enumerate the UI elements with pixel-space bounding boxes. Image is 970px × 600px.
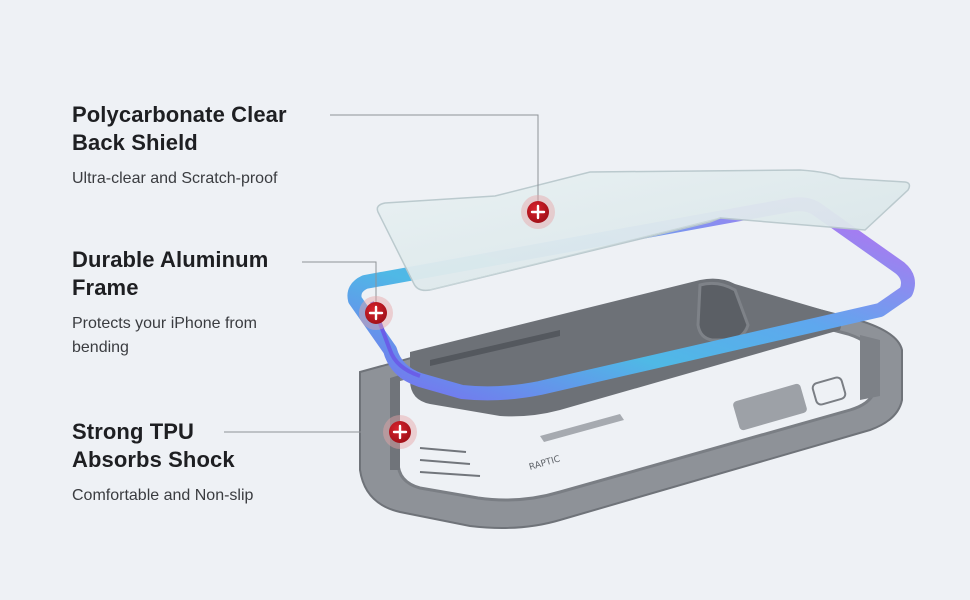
feature-title: Polycarbonate Clear Back Shield [72,101,372,157]
feature-description-line: Protects your iPhone from [72,315,257,332]
feature-title-line: Absorbs Shock [72,447,235,472]
feature-title-line: Durable Aluminum [72,247,269,272]
aluminum-frame [347,197,915,401]
feature-title-line: Strong TPU [72,419,194,444]
feature-aluminum-frame: Durable Aluminum Frame Protects your iPh… [72,246,372,360]
feature-title-line: Frame [72,275,139,300]
leader-line-frame [302,261,377,313]
feature-description-line: bending [72,339,129,356]
feature-back-shield: Polycarbonate Clear Back Shield Ultra-cl… [72,101,372,191]
marker-shield-icon [521,195,555,229]
feature-tpu: Strong TPU Absorbs Shock Comfortable and… [72,418,372,508]
leader-line-shield [330,114,539,212]
feature-title: Strong TPU Absorbs Shock [72,418,372,474]
feature-description: Ultra-clear and Scratch-proof [72,170,278,187]
feature-description: Protects your iPhone from bending [72,312,372,360]
polycarbonate-shield [376,169,911,292]
leader-lines [224,114,539,433]
marker-tpu-icon [383,415,417,449]
feature-title-line: Polycarbonate Clear [72,102,287,127]
marker-frame-icon [359,296,393,330]
feature-title-line: Back Shield [72,130,198,155]
feature-title: Durable Aluminum Frame [72,246,372,302]
feature-description: Comfortable and Non-slip [72,487,254,504]
